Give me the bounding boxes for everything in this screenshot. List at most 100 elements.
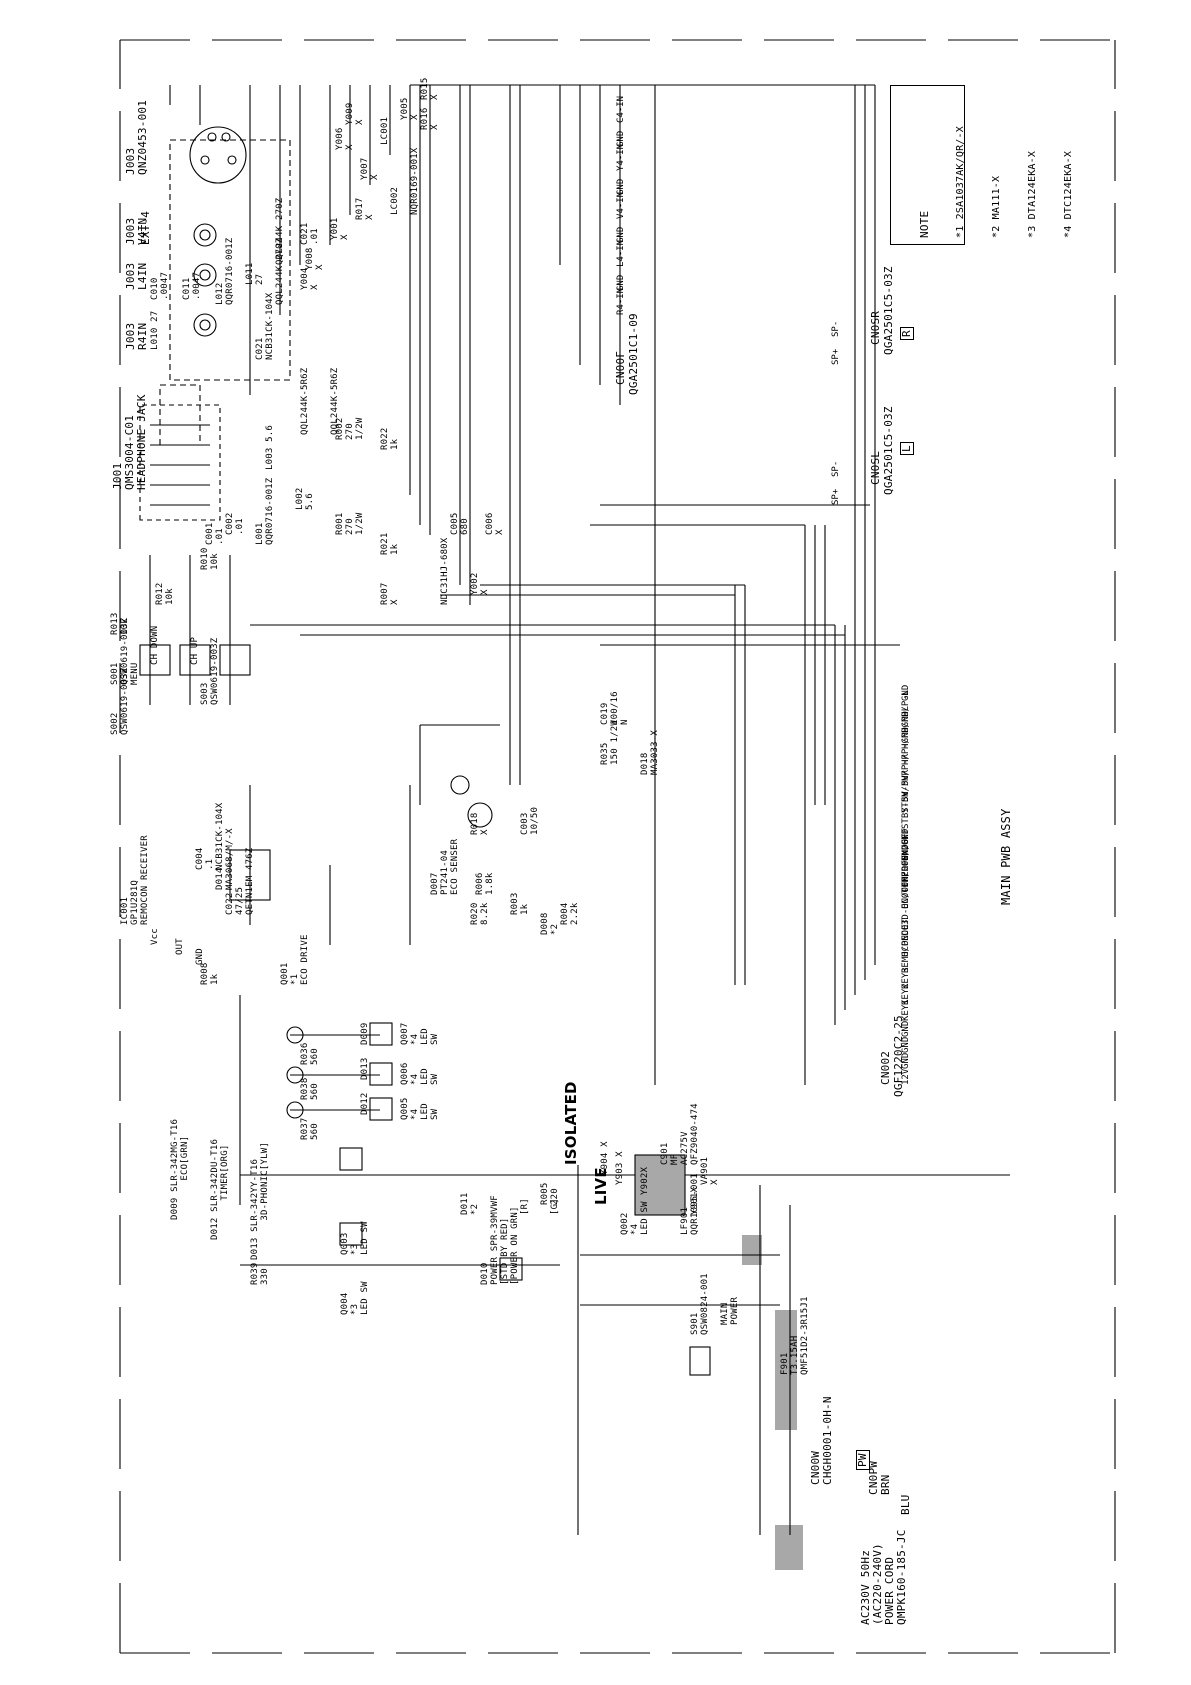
isolated-live-border xyxy=(119,39,1116,1654)
led-driver-symbols xyxy=(239,995,1010,1281)
component-label-49: D018 MA3033-X xyxy=(640,730,660,775)
cn0sr-pin-list: SP+SP- xyxy=(830,305,890,365)
cn002-pin-25: GND xyxy=(901,684,911,701)
component-label-46: CH UP xyxy=(190,636,200,665)
j003-v4in-label: J003 V4IN xyxy=(124,217,149,245)
component-label-24: R022 1k xyxy=(380,427,400,450)
component-label-41: R010 10k xyxy=(200,547,220,570)
cn00w-label: CN00W CHGH0001-0H-N xyxy=(809,1396,834,1485)
component-label-85: [R] xyxy=(520,1198,530,1215)
cn0sr-tag: R xyxy=(900,327,914,340)
jack-symbols xyxy=(189,126,247,337)
component-label-71: R038 560 xyxy=(300,1077,320,1100)
component-label-91: VA901 X xyxy=(700,1156,720,1185)
component-label-84: D010 POWER SPR-39MVWF [STD BY RED] [POWE… xyxy=(480,1195,520,1285)
j003-r4in-label: J003 R4IN xyxy=(124,322,149,350)
component-label-90: C901 MF AC275V QFZ9040-474 xyxy=(660,1103,700,1165)
component-label-74: D013 xyxy=(360,1057,370,1080)
note-box: NOTE *1 2SA1037AK/QR/-X *2 MA111-X *3 DT… xyxy=(890,85,1074,245)
component-label-45: CH DOWN xyxy=(150,625,160,665)
component-label-78: Q005 *4 LED SW xyxy=(400,1097,440,1120)
component-label-9: C021 NCB31CK-104X xyxy=(255,292,275,360)
component-label-52: OUT xyxy=(175,938,185,955)
power-input-section xyxy=(577,1154,803,1570)
cn0sl-pin-1: SP+ xyxy=(831,488,841,505)
component-label-89: Y903 X xyxy=(615,1151,625,1185)
component-label-22: NQR0169-001X xyxy=(410,147,420,215)
component-label-16: Y009 X xyxy=(345,102,365,125)
cn002-ref: CN002 xyxy=(879,1050,892,1085)
component-label-31: C001 .01 xyxy=(205,522,225,545)
component-label-67: D009 SLR-342MG-T16 ECO[GRN] xyxy=(170,1118,190,1220)
j001-headphone-label: J001 QMS3004-C01 HEADPHONE JACK xyxy=(111,394,148,490)
component-label-19: R015 X xyxy=(420,77,440,100)
note-item-4: *4 DTC124EKA-X xyxy=(1063,150,1074,238)
component-label-32: C002 .01 xyxy=(225,512,245,535)
component-label-36: C006 X xyxy=(485,512,505,535)
component-label-88: Y904 X xyxy=(600,1141,610,1175)
component-label-50: IC001 GP1U281Q REMOCON RECEIVER xyxy=(120,835,150,925)
component-label-10: Y001 X xyxy=(330,217,350,240)
note-item-2: *2 MA111-X xyxy=(991,175,1002,238)
cn002-pin-10: ECO xyxy=(901,924,911,941)
component-label-14: R017 X xyxy=(355,197,375,220)
note-title: NOTE xyxy=(918,210,931,238)
component-label-21: LC002 xyxy=(390,186,400,215)
remocon-receiver-symbol xyxy=(229,785,411,945)
cn0sl-tag: L xyxy=(900,442,914,455)
blu-label: BLU xyxy=(899,1494,912,1515)
component-label-82: Q004 *3 LED SW xyxy=(340,1281,370,1315)
cn002-pin-4: GND xyxy=(901,1020,911,1037)
component-label-60: R006 1.8k xyxy=(475,872,495,895)
j003-svideo-label: J003 QNZ0453-001 xyxy=(124,99,149,175)
component-label-76: Q007 *4 LED SW xyxy=(400,1022,440,1045)
component-label-33: QQL244K-5R6Z xyxy=(300,367,310,435)
component-label-69: D013 SLR-342YY-T16 3D-PHONIC[YLW] xyxy=(250,1142,270,1260)
component-label-28: L003 5.6 xyxy=(265,425,275,470)
component-label-62: C003 10/50 xyxy=(520,806,540,835)
component-label-4: L011 27 xyxy=(245,262,265,285)
note-item-3: *3 DTA124EKA-X xyxy=(1027,150,1038,238)
component-label-27: R007 X xyxy=(380,582,400,605)
component-label-97: F901 T3.15AH QMF51D2-3R15J1 xyxy=(780,1296,810,1375)
component-label-93: Y902X xyxy=(640,1166,650,1195)
component-label-70: R036 560 xyxy=(300,1042,320,1065)
component-label-61: R018 X xyxy=(470,812,490,835)
component-label-81: Q003 *3 LED SW xyxy=(340,1221,370,1255)
cn00f-pin-4: GND xyxy=(616,226,626,243)
component-label-72: R037 560 xyxy=(300,1117,320,1140)
component-label-56: C022 47/25 QETN1EM-476Z xyxy=(225,847,255,915)
component-label-26: R021 1k xyxy=(380,532,400,555)
bus-verticals xyxy=(250,84,900,646)
component-label-80: R039 330 xyxy=(250,1262,270,1285)
component-label-48: R035 150 1/2W xyxy=(600,720,620,765)
cn002-pin-16: GND xyxy=(901,828,911,845)
component-label-75: D012 xyxy=(360,1092,370,1115)
cn002-pin-15: GND xyxy=(901,844,911,861)
component-label-68: D012 SLR-342DU-T16 TIMER[ORG] xyxy=(210,1138,230,1240)
component-label-66: R004 2.2k xyxy=(560,902,580,925)
component-label-20: LC001 xyxy=(380,116,390,145)
power-cord-label: AC230V 50Hz (AC220-240V) POWER CORD QMPK… xyxy=(859,1529,908,1625)
component-label-15: Y006 X xyxy=(335,127,355,150)
switch-symbols xyxy=(139,555,251,705)
component-label-34: QQL244K-5R6Z xyxy=(330,367,340,435)
component-label-38: NDC31HJ-680X xyxy=(440,537,450,605)
component-label-95: S901 QSW0824-001 xyxy=(690,1273,710,1335)
j003-l4in-label: J003 L4IN xyxy=(124,262,149,290)
component-label-29: L002 5.6 xyxy=(295,487,315,510)
cn002-pin-1: 12V xyxy=(901,1068,911,1085)
cn00f-pin-3: L4-IN xyxy=(616,239,626,267)
cn0sr-pin-1: SP+ xyxy=(831,348,841,365)
component-label-2: C011 .0047 xyxy=(182,271,202,300)
component-label-12: Y008 X xyxy=(305,247,325,270)
component-label-59: D007 PT241-04 ECO SENSER xyxy=(430,838,460,895)
component-label-3: L012 QQR0716-001Z xyxy=(215,237,235,305)
component-label-65: D008 *2 xyxy=(540,912,560,935)
pw-tag: PW xyxy=(856,1450,870,1470)
component-label-35: C005 680 xyxy=(450,512,470,535)
